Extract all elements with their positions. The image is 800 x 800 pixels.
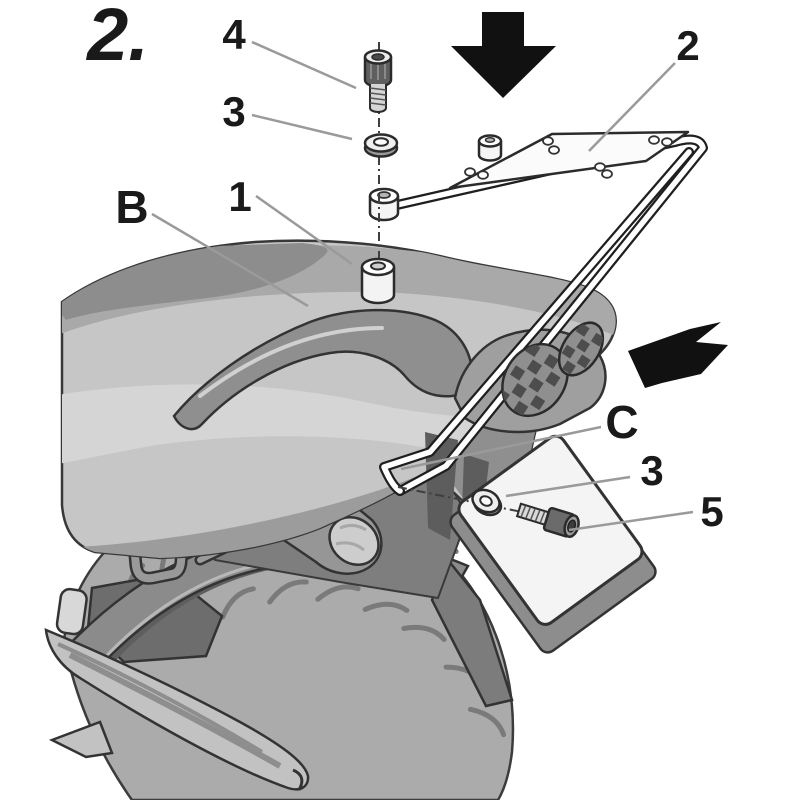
spacer-bushing (360, 257, 396, 305)
callout-rack: 2 (676, 22, 699, 69)
down-arrow-icon (451, 12, 556, 98)
left-arrow-icon (628, 322, 728, 388)
screw-top (363, 49, 393, 113)
rack-left-boss (477, 134, 503, 162)
bracket-tab (55, 587, 88, 636)
callout-washer-top: 3 (222, 88, 245, 135)
luggage-rack (368, 130, 708, 496)
hanger-blade (44, 628, 310, 791)
callout-screw-top: 4 (222, 11, 246, 58)
callout-grab-handle: B (115, 181, 148, 233)
rack-plate-holes (464, 135, 673, 180)
washer-top (363, 133, 399, 158)
washer-bottom (471, 488, 503, 517)
callout-spacer: 1 (228, 173, 251, 220)
tail-light-lens-rear (557, 321, 605, 377)
step-number-label: 2. (85, 0, 149, 76)
leader-lines (151, 40, 694, 532)
callout-hook: C (605, 396, 638, 448)
callout-washer-bottom: 3 (640, 447, 663, 494)
rack-front-eyelet (368, 187, 400, 222)
callout-screw-bottom: 5 (700, 488, 723, 535)
tail-light-lens-front (494, 341, 569, 418)
rack-plate (448, 130, 690, 190)
axis-line-bottom (397, 486, 528, 514)
